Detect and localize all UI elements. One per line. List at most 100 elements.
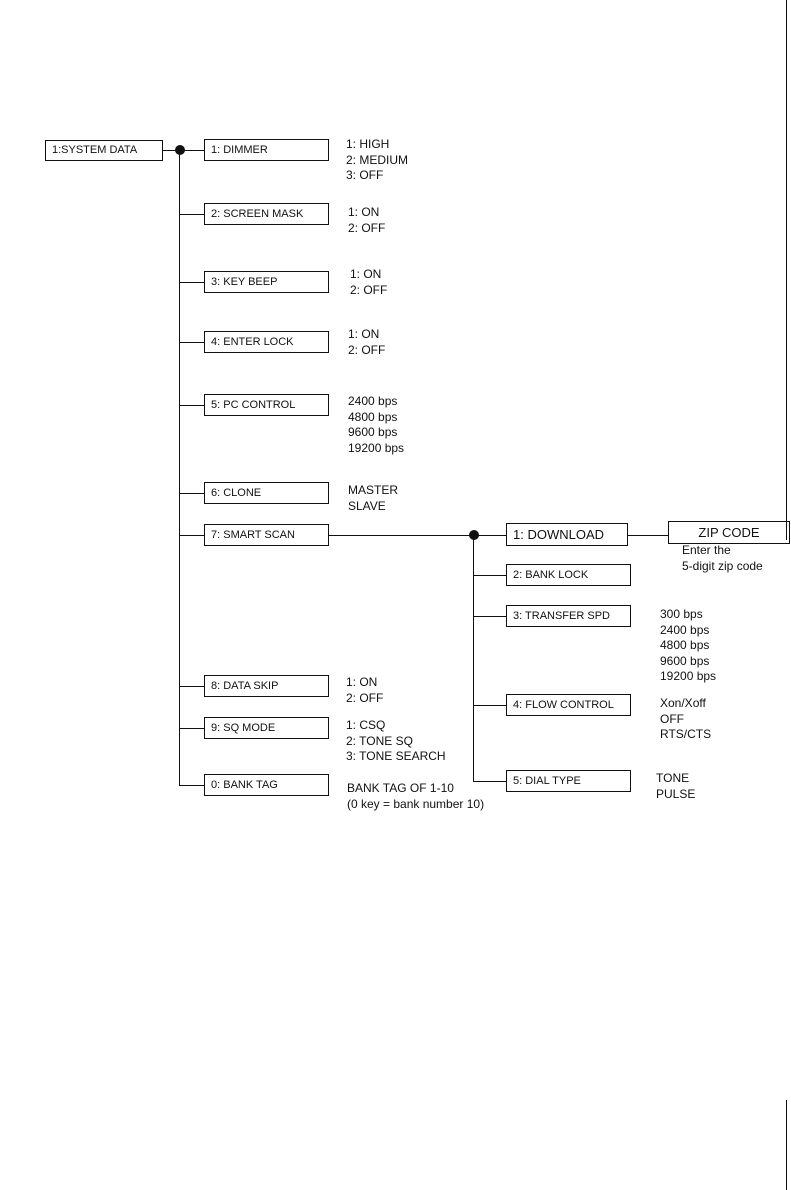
submenu-item-dial-type: 5: DIAL TYPE: [506, 770, 631, 792]
branch-connector: [179, 282, 204, 283]
branch-connector: [179, 405, 204, 406]
option-text: 2400 bps: [660, 622, 710, 637]
branch-connector: [179, 686, 204, 687]
submenu-item-label: 4: FLOW CONTROL: [513, 698, 614, 711]
enter-lock-options: 1: ON 2: OFF: [348, 327, 385, 358]
option-text: OFF: [660, 711, 684, 726]
submenu-item-label: 1: DOWNLOAD: [513, 527, 605, 542]
menu-item-label: 7: SMART SCAN: [211, 528, 295, 541]
option-text: 3: OFF: [346, 168, 384, 182]
pc-control-options: 2400 bps 4800 bps 9600 bps 19200 bps: [348, 394, 404, 456]
submenu-item-flow-control: 4: FLOW CONTROL: [506, 694, 631, 716]
option-text: PULSE: [656, 786, 696, 801]
smart-scan-junction-dot: [469, 530, 479, 540]
option-text: (0 key = bank number 10): [347, 796, 485, 811]
submenu-item-transfer-spd: 3: TRANSFER SPD: [506, 605, 631, 627]
note-text: Enter the: [682, 543, 731, 557]
menu-item-label: 0: BANK TAG: [211, 778, 278, 791]
menu-item-label: 3: KEY BEEP: [211, 275, 278, 288]
menu-item-bank-tag: 0: BANK TAG: [204, 774, 329, 796]
option-text: MASTER: [348, 483, 399, 497]
option-text: 2: OFF: [348, 342, 386, 357]
option-text: 4800 bps: [348, 409, 398, 424]
menu-item-label: 8: DATA SKIP: [211, 679, 279, 692]
option-text: 2: OFF: [346, 690, 384, 705]
menu-item-label: 9: SQ MODE: [211, 721, 276, 734]
menu-item-label: 1: DIMMER: [211, 143, 268, 156]
option-text: 2: TONE SQ: [346, 733, 413, 748]
smart-scan-connector: [329, 535, 506, 536]
menu-item-dimmer: 1: DIMMER: [204, 139, 329, 161]
dimmer-options: 1: HIGH 2: MEDIUM 3: OFF: [346, 137, 408, 184]
option-text: 4800 bps: [660, 638, 710, 652]
menu-item-label: 5: PC CONTROL: [211, 398, 296, 411]
option-text: 1: HIGH: [346, 137, 390, 151]
option-text: Xon/Xoff: [660, 696, 706, 710]
sub-branch-connector: [473, 705, 506, 706]
submenu-item-download: 1: DOWNLOAD: [506, 523, 628, 546]
sub-branch-connector: [473, 616, 506, 617]
option-text: 1: CSQ: [346, 718, 386, 732]
zip-code-label: ZIP CODE: [698, 525, 760, 540]
note-text: 5-digit zip code: [682, 558, 763, 573]
submenu-item-label: 5: DIAL TYPE: [513, 774, 581, 787]
option-text: 1: ON: [348, 327, 380, 341]
branch-connector: [179, 785, 204, 786]
branch-connector: [179, 493, 204, 494]
branch-connector: [179, 728, 204, 729]
smart-scan-trunk-line: [473, 535, 474, 781]
menu-item-clone: 6: CLONE: [204, 482, 329, 504]
system-data-label: 1:SYSTEM DATA: [52, 144, 138, 156]
submenu-item-label: 3: TRANSFER SPD: [513, 609, 610, 622]
branch-connector: [179, 535, 204, 536]
download-zip-connector: [628, 535, 668, 536]
option-text: TONE: [656, 771, 690, 785]
option-text: 2: MEDIUM: [346, 152, 409, 167]
menu-item-sq-mode: 9: SQ MODE: [204, 717, 329, 739]
sub-branch-connector: [473, 575, 506, 576]
option-text: 3: TONE SEARCH: [346, 749, 446, 763]
submenu-item-bank-lock: 2: BANK LOCK: [506, 564, 631, 586]
menu-item-screen-mask: 2: SCREEN MASK: [204, 203, 329, 225]
option-text: 1: ON: [348, 205, 380, 219]
branch-connector: [179, 342, 204, 343]
zip-code-note: Enter the 5-digit zip code: [682, 543, 763, 574]
page-edge-line: [786, 1100, 787, 1190]
option-text: 19200 bps: [348, 440, 405, 455]
option-text: 9600 bps: [660, 653, 710, 668]
branch-connector: [179, 150, 204, 151]
menu-item-label: 4: ENTER LOCK: [211, 335, 294, 348]
option-text: 1: ON: [350, 267, 382, 281]
bank-tag-options: BANK TAG OF 1-10 (0 key = bank number 10…: [347, 781, 484, 812]
system-data-box: 1:SYSTEM DATA: [45, 140, 163, 161]
option-text: 19200 bps: [660, 669, 717, 683]
clone-options: MASTER SLAVE: [348, 483, 398, 514]
menu-item-data-skip: 8: DATA SKIP: [204, 675, 329, 697]
option-text: 2400 bps: [348, 394, 398, 408]
option-text: 2: OFF: [350, 282, 388, 297]
submenu-item-label: 2: BANK LOCK: [513, 568, 589, 581]
option-text: 300 bps: [660, 607, 703, 621]
data-skip-options: 1: ON 2: OFF: [346, 675, 383, 706]
flow-control-options: Xon/Xoff OFF RTS/CTS: [660, 696, 711, 743]
option-text: SLAVE: [348, 498, 386, 513]
menu-item-pc-control: 5: PC CONTROL: [204, 394, 329, 416]
zip-code-box: ZIP CODE: [668, 521, 790, 544]
menu-item-key-beep: 3: KEY BEEP: [204, 271, 329, 293]
dial-type-options: TONE PULSE: [656, 771, 695, 802]
menu-item-label: 6: CLONE: [211, 486, 262, 499]
menu-item-smart-scan: 7: SMART SCAN: [204, 524, 329, 546]
option-text: 2: OFF: [348, 220, 386, 235]
screen-mask-options: 1: ON 2: OFF: [348, 205, 385, 236]
page-edge-line: [786, 0, 787, 540]
key-beep-options: 1: ON 2: OFF: [350, 267, 387, 298]
main-trunk-line: [179, 150, 180, 786]
option-text: 1: ON: [346, 675, 378, 689]
option-text: RTS/CTS: [660, 727, 712, 741]
transfer-spd-options: 300 bps 2400 bps 4800 bps 9600 bps 19200…: [660, 607, 716, 685]
option-text: 9600 bps: [348, 425, 398, 439]
menu-item-enter-lock: 4: ENTER LOCK: [204, 331, 329, 353]
sq-mode-options: 1: CSQ 2: TONE SQ 3: TONE SEARCH: [346, 718, 446, 765]
menu-item-label: 2: SCREEN MASK: [211, 207, 304, 220]
branch-connector: [179, 214, 204, 215]
